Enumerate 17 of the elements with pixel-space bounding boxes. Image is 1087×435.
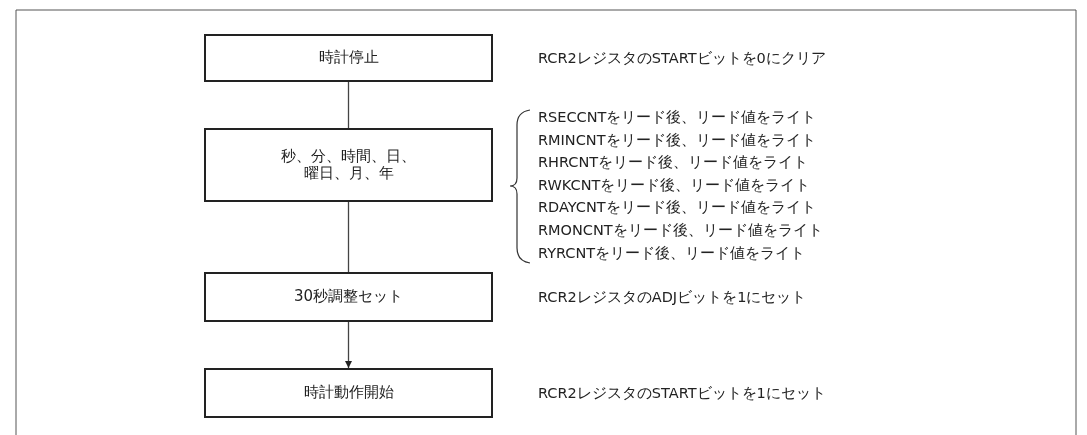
process-box: 秒、分、時間、日、曜日、月、年: [204, 128, 493, 202]
step-note: RMINCNTをリード後、リード値をライト: [538, 130, 816, 150]
step-note: RCR2レジスタのSTARTビットを1にセット: [538, 384, 826, 403]
process-box: 30秒調整セット: [204, 272, 493, 322]
connector-line: [347, 81, 350, 129]
process-box: 時計停止: [204, 34, 493, 82]
step-note: RDAYCNTをリード後、リード値をライト: [538, 198, 816, 218]
connector-line: [347, 201, 350, 273]
step-note: RWKCNTをリード後、リード値をライト: [538, 175, 811, 195]
step-note: RCR2レジスタのSTARTビットを0にクリア: [538, 49, 826, 68]
step-note: RMONCNTをリード後、リード値をライト: [538, 221, 823, 240]
process-box: 時計動作開始: [204, 368, 493, 418]
step-note: RSECCNTをリード後、リード値をライト: [538, 108, 817, 127]
step-note: RHRCNTをリード後、リード値をライト: [538, 153, 809, 173]
arrow: [345, 321, 352, 369]
step-note: RCR2レジスタのADJビットを1にセット: [538, 288, 807, 307]
step-note: RYRCNTをリード後、リード値をライト: [538, 243, 806, 263]
